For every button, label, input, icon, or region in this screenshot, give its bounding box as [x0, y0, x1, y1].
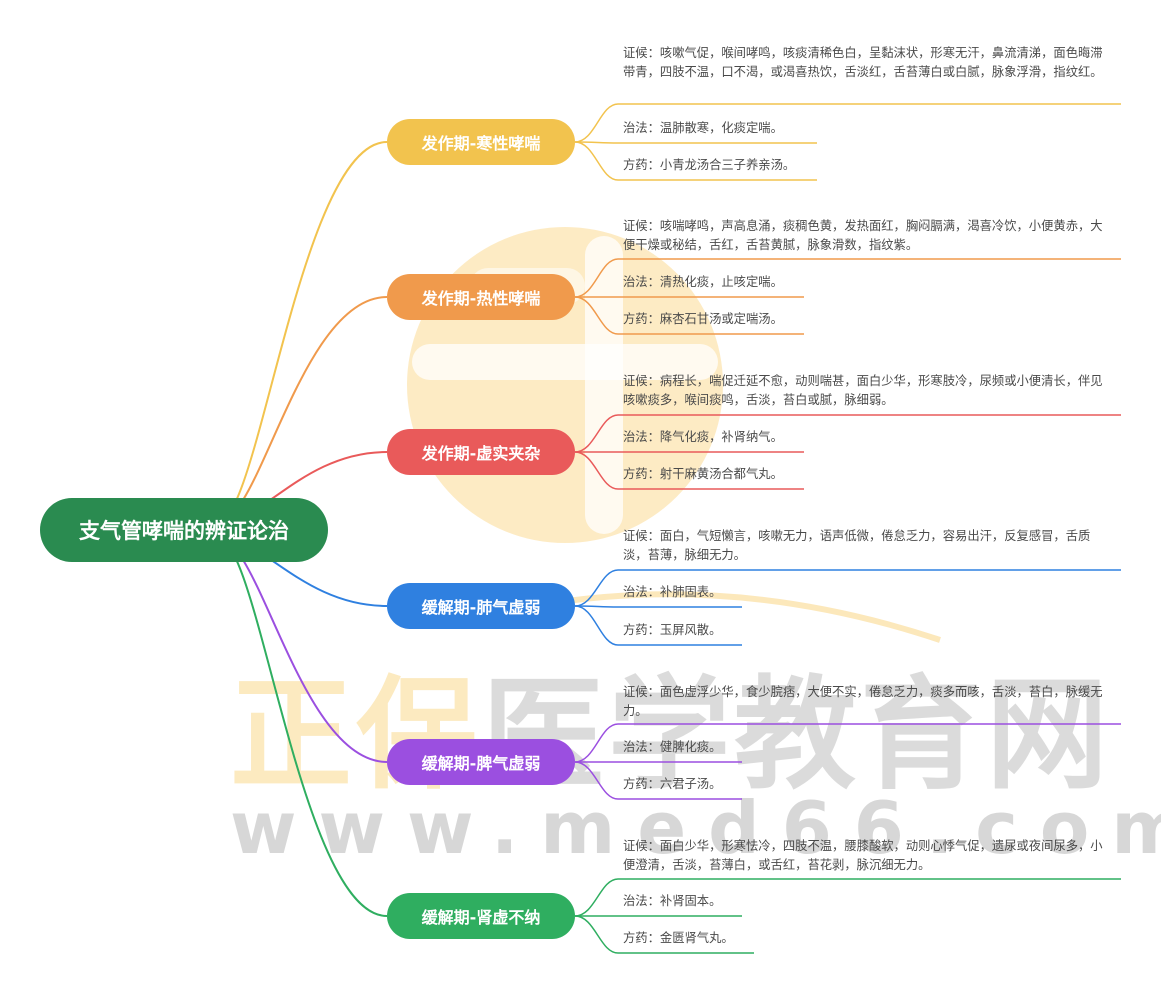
method-text: 治法：健脾化痰。	[623, 740, 722, 754]
leaf-connector-method	[574, 141, 817, 144]
branch-connector	[217, 538, 388, 763]
branch-connector	[217, 296, 388, 522]
leaf-connector-syndrome	[574, 569, 1121, 607]
root-node[interactable]: 支气管哮喘的辨证论治	[40, 498, 328, 562]
syndrome-text: 证候：病程长，喘促迁延不愈，动则喘甚，面白少华，形寒肢冷，尿频或小便清长，伴见咳…	[623, 374, 1103, 407]
branch-node[interactable]: 缓解期-肺气虚弱	[387, 583, 575, 629]
formula-text: 方药：金匮肾气丸。	[623, 931, 734, 945]
leaf-connector-formula	[574, 915, 754, 954]
leaf-connector-syndrome	[574, 103, 1121, 143]
formula-text: 方药：玉屏风散。	[623, 623, 722, 637]
leaf-connector-syndrome	[574, 414, 1121, 453]
branch-node[interactable]: 发作期-虚实夹杂	[387, 429, 575, 475]
syndrome-text: 证候：咳喘哮鸣，声高息涌，痰稠色黄，发热面红，胸闷膈满，渴喜冷饮，小便黄赤，大便…	[623, 219, 1103, 252]
leaf-connector-method	[574, 605, 742, 608]
method-text: 治法：补肾固本。	[623, 894, 722, 908]
leaf-connector-syndrome	[574, 258, 1121, 298]
leaf-connector-syndrome	[574, 723, 1121, 763]
formula-text: 方药：六君子汤。	[623, 777, 722, 791]
syndrome-text: 证候：面白少华，形寒怯冷，四肢不温，腰膝酸软，动则心悸气促，遗尿或夜间尿多，小便…	[623, 839, 1103, 872]
syndrome-text: 证候：咳嗽气促，喉间哮鸣，咳痰清稀色白，呈黏沫状，形寒无汗，鼻流清涕，面色晦滞带…	[623, 46, 1103, 79]
leaf-connector-formula	[574, 141, 817, 181]
branch-node[interactable]: 缓解期-肾虚不纳	[387, 893, 575, 939]
syndrome-text: 证候：面白，气短懒言，咳嗽无力，语声低微，倦怠乏力，容易出汗，反复感冒，舌质淡，…	[623, 529, 1091, 562]
branch-connector	[217, 538, 388, 917]
leaf-connector-formula	[574, 296, 804, 335]
leaf-connector-formula	[574, 451, 804, 490]
branch-node[interactable]: 缓解期-脾气虚弱	[387, 739, 575, 785]
method-text: 治法：降气化痰，补肾纳气。	[623, 430, 783, 444]
leaf-connector-formula	[574, 761, 742, 800]
formula-text: 方药：麻杏石甘汤或定喘汤。	[623, 312, 783, 326]
branch-node[interactable]: 发作期-寒性哮喘	[387, 119, 575, 165]
formula-text: 方药：射干麻黄汤合都气丸。	[623, 467, 783, 481]
syndrome-text: 证候：面色虚浮少华，食少脘痞，大便不实，倦怠乏力，痰多而咳，舌淡，苔白，脉缓无力…	[623, 685, 1103, 718]
method-text: 治法：清热化痰，止咳定喘。	[623, 275, 783, 289]
branch-connector	[217, 141, 388, 522]
leaf-connector-formula	[574, 605, 742, 646]
method-text: 治法：补肺固表。	[623, 585, 722, 599]
method-text: 治法：温肺散寒，化痰定喘。	[623, 121, 783, 135]
leaf-connector-syndrome	[574, 878, 1121, 917]
formula-text: 方药：小青龙汤合三子养亲汤。	[623, 158, 796, 172]
branch-node[interactable]: 发作期-热性哮喘	[387, 274, 575, 320]
